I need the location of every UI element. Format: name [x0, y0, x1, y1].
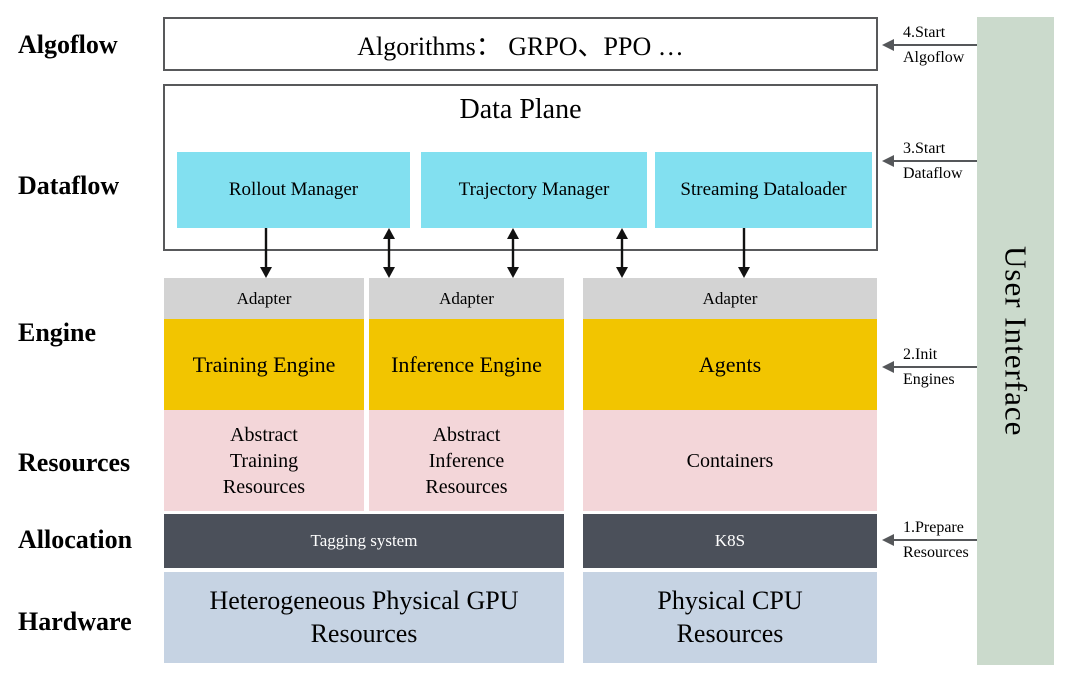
algorithms-label: Algorithms： GRPO、PPO …	[357, 31, 684, 61]
step-label-line2: Resources	[903, 544, 969, 561]
adapter-box-training: Adapter	[164, 278, 364, 319]
algorithms-box: Algorithms： GRPO、PPO …	[163, 17, 878, 71]
layer-label-allocation: Allocation	[18, 525, 133, 554]
left-arrow-icon	[882, 155, 977, 167]
streaming-dataloader-box: Streaming Dataloader	[655, 152, 872, 228]
layer-label-algoflow: Algoflow	[18, 30, 118, 59]
step-label-line2: Engines	[903, 371, 955, 388]
abstract-training-resources-box: Abstract Training Resources	[164, 410, 364, 511]
layer-label-dataflow: Dataflow	[18, 171, 120, 200]
layer-label-engine: Engine	[18, 318, 97, 347]
left-arrow-icon	[882, 534, 977, 546]
step-label-line1: 1.Prepare	[903, 519, 964, 536]
trajectory-manager-box: Trajectory Manager	[421, 152, 647, 228]
step-label-line1: 3.Start	[903, 140, 946, 157]
step-label-line2: Dataflow	[903, 165, 963, 182]
tagging-system-box: Tagging system	[164, 514, 564, 568]
layer-label-resources: Resources	[18, 448, 131, 477]
left-arrow-icon	[882, 39, 977, 51]
inference-engine-box: Inference Engine	[369, 319, 564, 410]
step-label-line1: 2.Init	[903, 346, 938, 363]
data-plane-title: Data Plane	[459, 94, 582, 125]
gpu-resources-box: Heterogeneous Physical GPU Resources	[164, 572, 564, 663]
k8s-box: K8S	[583, 514, 877, 568]
left-arrow-icon	[882, 361, 977, 373]
agents-box: Agents	[583, 319, 877, 410]
user-interface-bar: User Interface	[977, 17, 1054, 665]
containers-box: Containers	[583, 410, 877, 511]
adapter-box-inference: Adapter	[369, 278, 564, 319]
user-interface-label: User Interface	[998, 245, 1034, 437]
adapter-box-agents: Adapter	[583, 278, 877, 319]
step-label-line1: 4.Start	[903, 24, 946, 41]
data-plane-box: Data Plane Rollout Manager Trajectory Ma…	[163, 84, 878, 251]
layer-label-hardware: Hardware	[18, 607, 132, 636]
cpu-resources-box: Physical CPU Resources	[583, 572, 877, 663]
rollout-manager-box: Rollout Manager	[177, 152, 410, 228]
abstract-inference-resources-box: Abstract Inference Resources	[369, 410, 564, 511]
step-label-line2: Algoflow	[903, 49, 965, 66]
training-engine-box: Training Engine	[164, 319, 364, 410]
